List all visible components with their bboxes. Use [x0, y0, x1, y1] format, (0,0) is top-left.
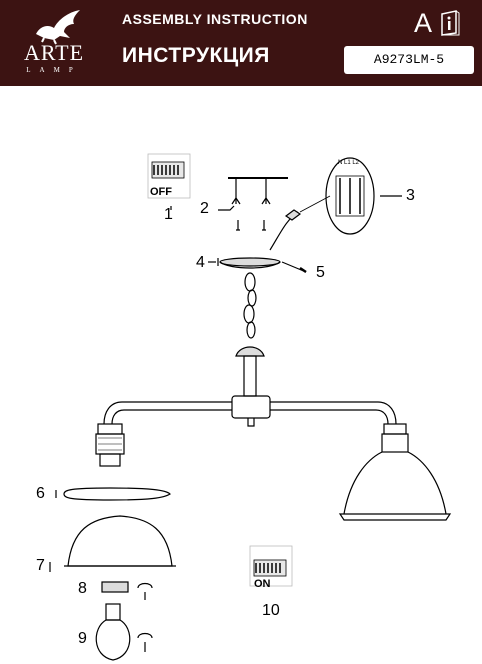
- callout-1: 1: [164, 206, 173, 223]
- assembly-diagram: [49, 153, 452, 661]
- callout-7: 7: [36, 557, 45, 574]
- ring-part: [55, 487, 171, 501]
- callout-6: 6: [36, 485, 45, 502]
- model-number: A9273LM-5: [373, 52, 445, 67]
- switch-off-label: OFF: [150, 186, 172, 198]
- callout-5: 5: [316, 264, 325, 281]
- title-russian: ИНСТРУКЦИЯ: [122, 44, 270, 67]
- ceiling-bracket: [218, 177, 288, 231]
- switch-on-label: ON: [254, 578, 271, 590]
- callout-4: 4: [196, 254, 205, 271]
- header-bar: ARTE LAMP ASSEMBLY INSTRUCTION ИНСТРУКЦИ…: [0, 0, 482, 86]
- callout-8: 8: [78, 580, 87, 597]
- info-book-icon: [441, 10, 460, 36]
- callout-9: 9: [78, 630, 87, 647]
- terminal-labels: N L1 L2: [338, 160, 360, 166]
- brand-name: ARTE: [23, 40, 85, 65]
- callout-3: 3: [406, 187, 415, 204]
- callout-10: 10: [262, 602, 280, 619]
- griffin-logo-icon: [36, 10, 80, 45]
- left-socket: [95, 423, 125, 467]
- canopy: [208, 257, 281, 269]
- language-letter: A: [414, 8, 433, 38]
- switch-off-panel: [147, 153, 191, 199]
- glass-shade: [49, 515, 176, 572]
- right-shade: [338, 423, 452, 521]
- model-box: [344, 46, 474, 74]
- arms: [103, 401, 397, 425]
- terminal-block-detail: [299, 157, 402, 235]
- switch-on-panel: [249, 545, 293, 587]
- brand-subtitle: LAMP: [26, 66, 82, 74]
- callout-2: 2: [200, 200, 209, 217]
- light-bulb: [95, 603, 153, 661]
- title-english: ASSEMBLY INSTRUCTION: [122, 11, 308, 27]
- chain: [243, 272, 257, 339]
